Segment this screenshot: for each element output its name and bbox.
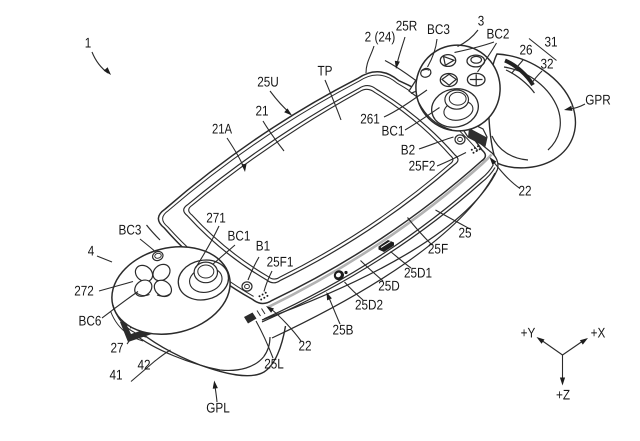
- svg-text:BC2: BC2: [487, 26, 510, 42]
- svg-text:25L: 25L: [264, 356, 284, 372]
- svg-text:25F1: 25F1: [267, 254, 294, 270]
- svg-text:25R: 25R: [396, 18, 418, 34]
- svg-text:22: 22: [298, 338, 311, 354]
- svg-text:B1: B1: [256, 238, 271, 254]
- svg-text:25: 25: [458, 225, 471, 241]
- svg-text:271: 271: [206, 210, 226, 226]
- svg-text:+Y: +Y: [521, 325, 536, 341]
- svg-text:25D1: 25D1: [404, 265, 432, 281]
- svg-text:25F2: 25F2: [409, 158, 436, 174]
- svg-text:1: 1: [85, 35, 92, 51]
- svg-text:BC1: BC1: [228, 228, 251, 244]
- svg-text:GPL: GPL: [206, 400, 230, 416]
- svg-text:31: 31: [544, 34, 557, 50]
- svg-text:BC1: BC1: [382, 123, 405, 139]
- svg-text:B2: B2: [401, 142, 416, 158]
- svg-text:25F: 25F: [428, 241, 448, 257]
- svg-text:BC3: BC3: [427, 21, 450, 37]
- svg-text:3: 3: [478, 13, 485, 29]
- svg-text:TP: TP: [318, 63, 333, 79]
- svg-text:26: 26: [519, 42, 532, 58]
- svg-text:21: 21: [255, 103, 268, 119]
- svg-text:27: 27: [110, 340, 123, 356]
- svg-text:GPR: GPR: [585, 92, 611, 108]
- svg-text:25D2: 25D2: [355, 297, 383, 313]
- svg-text:21A: 21A: [212, 121, 233, 137]
- svg-text:42: 42: [137, 357, 150, 373]
- svg-text:25U: 25U: [257, 74, 279, 90]
- svg-text:41: 41: [109, 367, 122, 383]
- svg-text:25B: 25B: [333, 322, 354, 338]
- svg-text:272: 272: [74, 283, 94, 299]
- svg-text:261: 261: [360, 111, 380, 127]
- svg-text:+X: +X: [591, 325, 606, 341]
- svg-text:25D: 25D: [378, 278, 400, 294]
- svg-text:BC3: BC3: [119, 222, 142, 238]
- svg-text:BC6: BC6: [79, 313, 102, 329]
- svg-text:32: 32: [540, 56, 553, 72]
- svg-text:2 (24): 2 (24): [365, 29, 396, 45]
- svg-text:4: 4: [88, 243, 95, 259]
- svg-text:+Z: +Z: [556, 387, 570, 403]
- svg-text:22: 22: [518, 183, 531, 199]
